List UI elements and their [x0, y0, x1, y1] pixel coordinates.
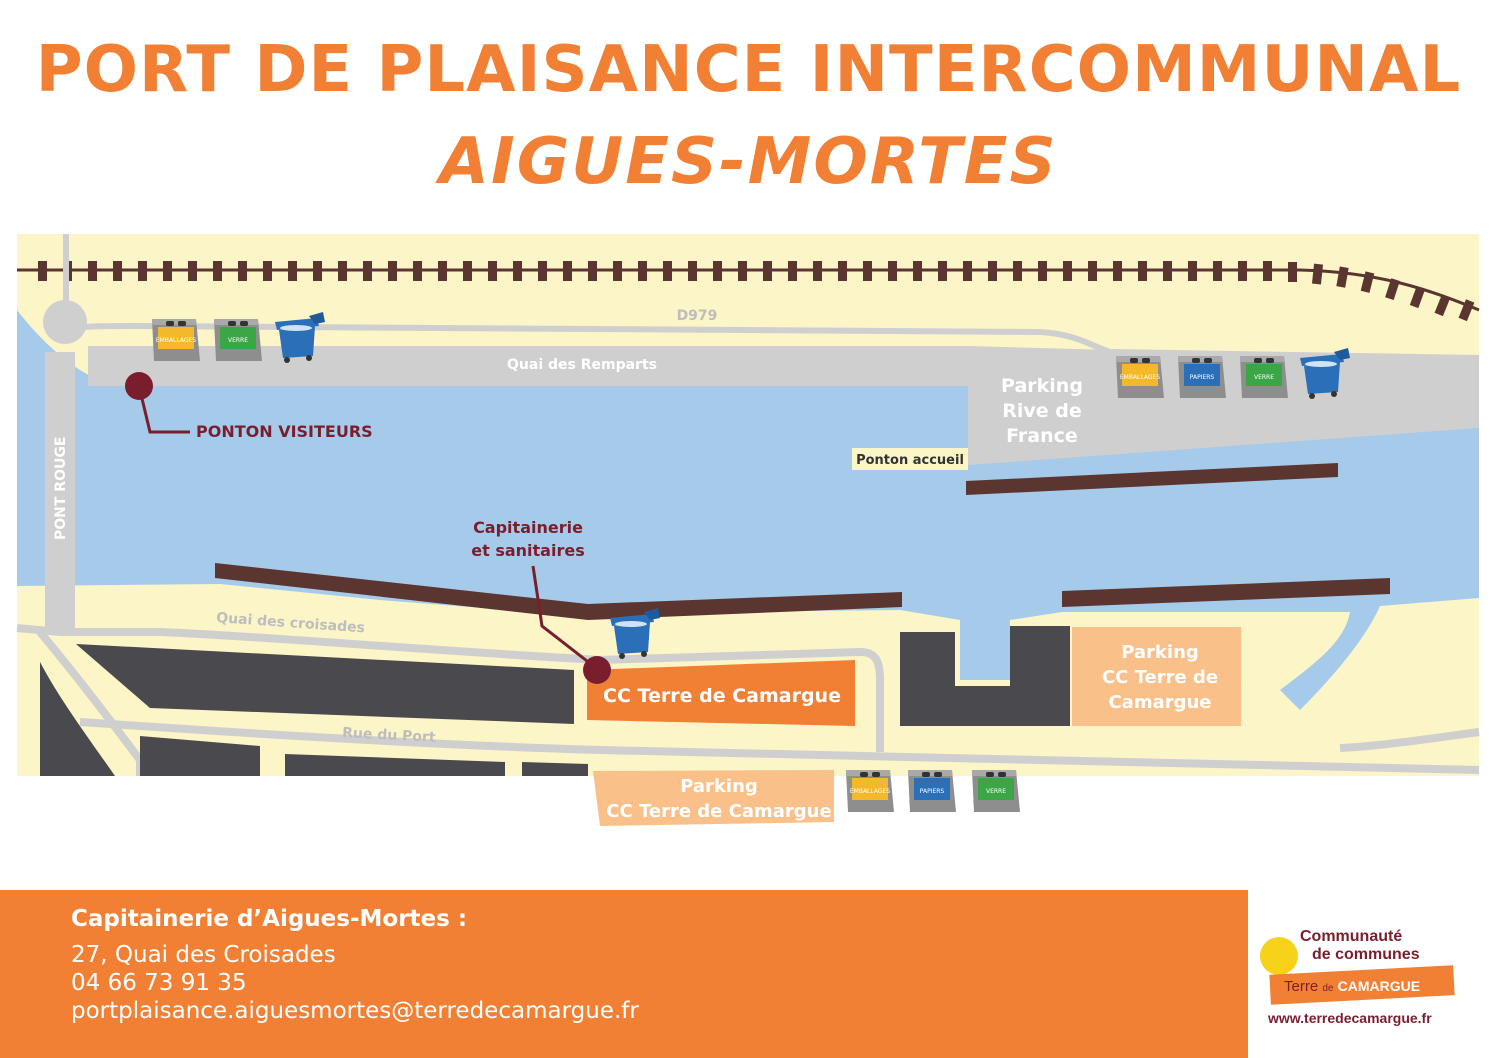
- bin-papiers-top-right: PAPIERS: [1178, 356, 1226, 398]
- bin-emballages-top-right: EMBALLAGES: [1116, 356, 1164, 398]
- road-d979-label: D979: [677, 308, 718, 324]
- capitainerie-leader: [531, 565, 597, 670]
- bin-emballages-bottom: EMBALLAGES: [846, 770, 894, 812]
- quai-remparts-label: Quai des Remparts: [507, 357, 657, 373]
- cc-terre-de-camargue-building: [587, 660, 855, 726]
- bin-label: EMBALLAGES: [156, 337, 196, 344]
- roundabout: [43, 300, 87, 344]
- bin-label: PAPIERS: [1190, 374, 1215, 381]
- parking-cc-bottom: [593, 770, 834, 826]
- bin-label: EMBALLAGES: [850, 788, 890, 795]
- bin-verre-bottom: VERRE: [972, 770, 1020, 812]
- footer-email[interactable]: portplaisance.aiguesmortes@terredecamarg…: [71, 998, 639, 1024]
- pont-rouge-label: PONT ROUGE: [53, 437, 69, 540]
- capitainerie-label-line2: et sanitaires: [471, 541, 584, 560]
- logo-communaute[interactable]: Communauté de communes Terre de CAMARGUE…: [1248, 890, 1497, 1058]
- bin-label: EMBALLAGES: [1120, 374, 1160, 381]
- harbour-map: D979 Quai des Remparts Parking Rive de F…: [16, 234, 1480, 826]
- pontoons: [215, 463, 1390, 620]
- bin-label: VERRE: [1254, 374, 1274, 381]
- footer-address: 27, Quai des Croisades: [71, 942, 336, 968]
- bin-papiers-bottom: PAPIERS: [908, 770, 956, 812]
- parking-cc-right-line3: Camargue: [1108, 692, 1211, 713]
- side-road: [36, 629, 144, 776]
- ponton-visiteurs-label: PONTON VISITEURS: [196, 422, 373, 441]
- bin-label: PAPIERS: [920, 788, 945, 795]
- buildings: [40, 626, 1070, 776]
- bin-verre-top-right: VERRE: [1240, 356, 1288, 398]
- logo-line2: de communes: [1312, 946, 1420, 963]
- parking-cc-right: [1072, 627, 1241, 726]
- parking-cc-right-line1: Parking: [1121, 642, 1199, 663]
- rue-du-port: [79, 718, 1480, 774]
- bin-label: VERRE: [986, 788, 1006, 795]
- cc-terre-label: CC Terre de Camargue: [603, 685, 841, 707]
- logo-website[interactable]: www.terredecamargue.fr: [1268, 1010, 1432, 1026]
- ponton-accueil-box: [852, 448, 968, 470]
- pont-rouge: [45, 352, 75, 632]
- sun-icon: [1260, 937, 1298, 975]
- ponton-visiteurs-leader: [137, 385, 190, 434]
- logo-line1: Communauté: [1300, 928, 1403, 945]
- quai-croisades-road: [16, 624, 884, 752]
- parking-rive-line2: Rive de: [1002, 400, 1082, 422]
- footer-title: Capitainerie d’Aigues-Mortes :: [71, 906, 468, 932]
- parking-cc-bottom-line1: Parking: [680, 776, 758, 797]
- parking-rive-de-france: [968, 346, 1479, 465]
- parking-rive-line3: France: [1006, 425, 1078, 447]
- footer-contact: Capitainerie d’Aigues-Mortes : 27, Quai …: [0, 890, 1248, 1058]
- footer-phone[interactable]: 04 66 73 91 35: [71, 970, 247, 996]
- bin-emballages-top-left: EMBALLAGES: [152, 319, 200, 361]
- ponton-accueil-label: Ponton accueil: [856, 453, 964, 468]
- page-subtitle: AIGUES-MORTES: [439, 125, 1058, 199]
- bin-verre-top-left: VERRE: [214, 319, 262, 361]
- rue-du-port-label: Rue du Port: [342, 725, 436, 746]
- parking-cc-bottom-line2: CC Terre de Camargue: [606, 801, 831, 822]
- parking-rive-line1: Parking: [1001, 375, 1083, 397]
- parking-cc-right-line2: CC Terre de: [1102, 667, 1218, 688]
- railway: [17, 261, 1480, 322]
- capitainerie-label-line1: Capitainerie: [473, 518, 583, 537]
- page-title: PORT DE PLAISANCE INTERCOMMUNAL: [35, 33, 1462, 107]
- capitainerie-marker[interactable]: [583, 656, 611, 684]
- bin-label: VERRE: [228, 337, 248, 344]
- ponton-visiteurs-marker[interactable]: [125, 372, 153, 400]
- logo-line3: Terre de CAMARGUE: [1284, 978, 1421, 995]
